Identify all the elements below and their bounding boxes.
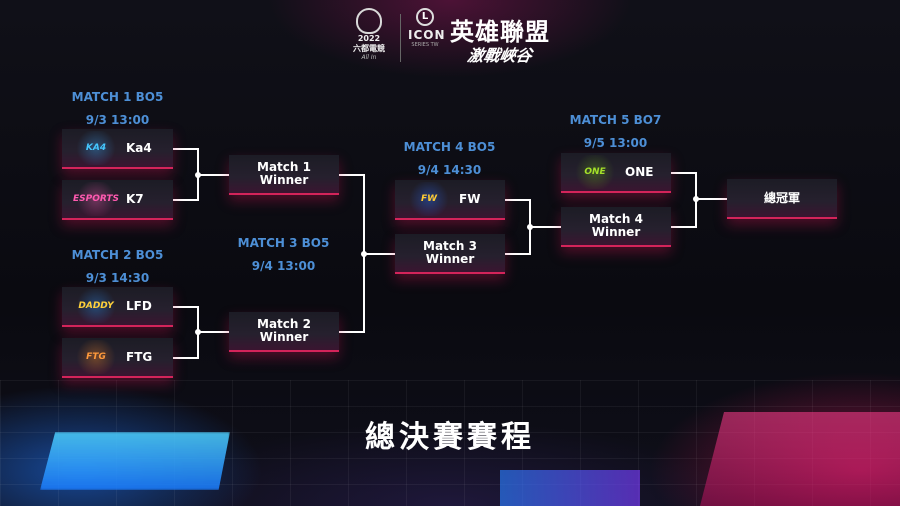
ka4-logo-icon: KA4 xyxy=(74,131,118,165)
node-m3 xyxy=(361,251,367,257)
team-slot-fw: FW FW xyxy=(395,180,505,220)
connector-m2 xyxy=(173,306,199,359)
team-slot-ftg: FTG FTG xyxy=(62,338,173,378)
match1-winner-text: Match 1 Winner xyxy=(257,161,311,187)
connector-m3 xyxy=(339,174,365,333)
team-name-one: ONE xyxy=(625,165,654,179)
match1-winner-slot: Match 1 Winner xyxy=(229,155,339,195)
node-m2 xyxy=(195,329,201,335)
match4-date: 9/4 14:30 xyxy=(417,163,482,177)
match4-winner-line1: Match 4 xyxy=(589,212,643,226)
one-logo-icon: ONE xyxy=(573,155,617,189)
header: 2022 六都電競 All In L ICON SERIES TW 英雄聯盟 激… xyxy=(338,6,568,70)
match1-winner-line2: Winner xyxy=(259,173,309,187)
champion-label: 總冠軍 xyxy=(763,190,800,205)
game-title: 英雄聯盟 xyxy=(450,18,550,46)
team-name-lfd: LFD xyxy=(126,299,152,313)
match3-date: 9/4 13:00 xyxy=(251,259,316,273)
team-slot-ka4: KA4 Ka4 xyxy=(62,129,173,169)
match5-date: 9/5 13:00 xyxy=(583,136,648,150)
organizer-name: 六都電競 xyxy=(353,44,385,53)
match2-winner-line2: Winner xyxy=(259,330,309,344)
match2-label: MATCH 2 BO5 9/3 14:30 xyxy=(60,248,175,285)
connector-m5 xyxy=(671,172,697,228)
header-divider xyxy=(400,14,401,62)
match1-label: MATCH 1 BO5 9/3 13:00 xyxy=(60,90,175,127)
team-slot-lfd: DADDY LFD xyxy=(62,287,173,327)
series-logo: L ICON SERIES TW xyxy=(408,8,446,48)
organizer-year: 2022 xyxy=(357,34,381,43)
page-title: 總決賽賽程 xyxy=(365,420,535,455)
node-m5 xyxy=(693,196,699,202)
match3-label: MATCH 3 BO5 9/4 13:00 xyxy=(226,236,341,273)
match2-winner-text: Match 2 Winner xyxy=(257,318,311,344)
organizer-logo: 2022 六都電競 All In xyxy=(344,8,394,66)
match1-title: MATCH 1 BO5 xyxy=(71,90,164,104)
match4-label: MATCH 4 BO5 9/4 14:30 xyxy=(392,140,507,177)
ftg-logo-icon: FTG xyxy=(74,340,118,374)
match3-winner-text: Match 3 Winner xyxy=(423,240,477,266)
connector-m1 xyxy=(173,148,199,201)
node-m4 xyxy=(527,224,533,230)
node-m1 xyxy=(195,172,201,178)
match3-title: MATCH 3 BO5 xyxy=(237,236,330,250)
team-name-fw: FW xyxy=(459,192,481,206)
match2-winner-line1: Match 2 xyxy=(257,317,311,331)
series-circle-icon: L xyxy=(416,8,434,26)
match5-title: MATCH 5 BO7 xyxy=(569,113,662,127)
match4-winner-slot: Match 4 Winner xyxy=(561,207,671,247)
shield-icon xyxy=(356,8,382,34)
match4-title: MATCH 4 BO5 xyxy=(403,140,496,154)
team-name-ka4: Ka4 xyxy=(126,141,152,155)
match2-title: MATCH 2 BO5 xyxy=(71,248,164,262)
match2-date: 9/3 14:30 xyxy=(85,271,150,285)
match4-winner-text: Match 4 Winner xyxy=(589,213,643,239)
fw-logo-icon: FW xyxy=(407,182,451,216)
blue-glow-shape xyxy=(40,432,230,490)
organizer-tagline: All In xyxy=(361,54,377,61)
k7-logo-icon: ESPORTS xyxy=(73,182,119,216)
lfd-logo-icon: DADDY xyxy=(74,289,118,323)
match2-winner-slot: Match 2 Winner xyxy=(229,312,339,352)
team-name-k7: K7 xyxy=(126,192,144,206)
match1-date: 9/3 13:00 xyxy=(85,113,150,127)
team-slot-k7: ESPORTS K7 xyxy=(62,180,173,220)
series-sub: SERIES TW xyxy=(411,42,439,48)
team-slot-one: ONE ONE xyxy=(561,153,671,193)
pink-glow-shape xyxy=(700,412,900,506)
match3-winner-line1: Match 3 xyxy=(423,239,477,253)
match5-label: MATCH 5 BO7 9/5 13:00 xyxy=(558,113,673,150)
match4-winner-line2: Winner xyxy=(591,225,641,239)
connector-m4 xyxy=(505,199,531,255)
champion-slot: 總冠軍 xyxy=(727,179,837,219)
match3-winner-line2: Winner xyxy=(425,252,475,266)
match1-winner-line1: Match 1 xyxy=(257,160,311,174)
series-name: ICON xyxy=(408,28,446,42)
match3-winner-slot: Match 3 Winner xyxy=(395,234,505,274)
bottom-glow-shape xyxy=(500,470,640,506)
team-name-ftg: FTG xyxy=(126,350,153,364)
